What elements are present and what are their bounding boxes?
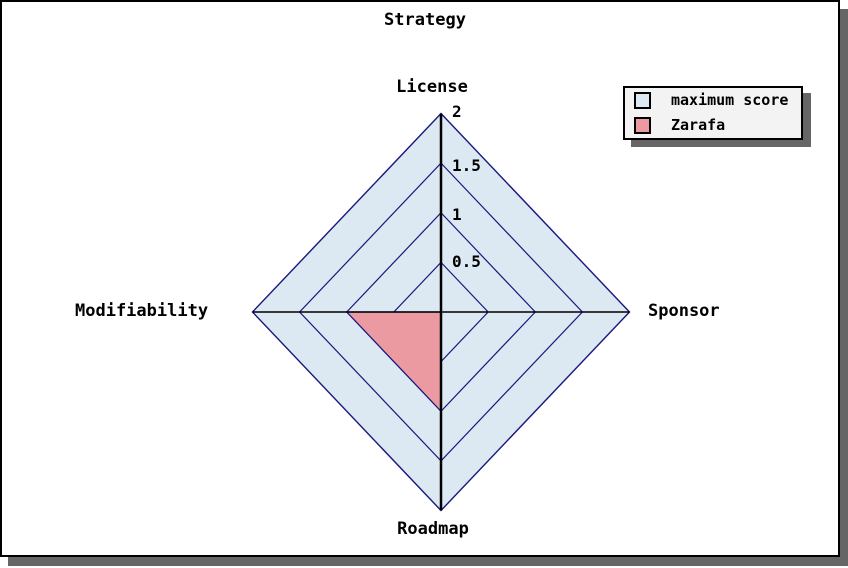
axis-label-roadmap: Roadmap [397,519,469,539]
legend-label-zarafa: Zarafa [671,116,726,134]
legend-swatch-maximum-score [634,92,651,109]
legend-swatch-zarafa [634,117,651,134]
axis-label-sponsor: Sponsor [648,301,720,321]
tick-label-1-5: 1.5 [452,156,481,175]
axis-label-modifiability: Modifiability [75,301,209,321]
legend-item-maximum-score: maximum score [625,88,801,113]
tick-label-0-5: 0.5 [452,252,481,271]
legend-box: maximum score Zarafa [623,86,803,140]
legend-item-zarafa: Zarafa [625,113,801,138]
chart-title: Strategy [384,10,466,30]
tick-label-2: 2 [452,102,462,121]
legend-label-maximum-score: maximum score [671,91,789,109]
tick-label-1: 1 [452,205,462,224]
axis-label-license: License [396,77,468,97]
